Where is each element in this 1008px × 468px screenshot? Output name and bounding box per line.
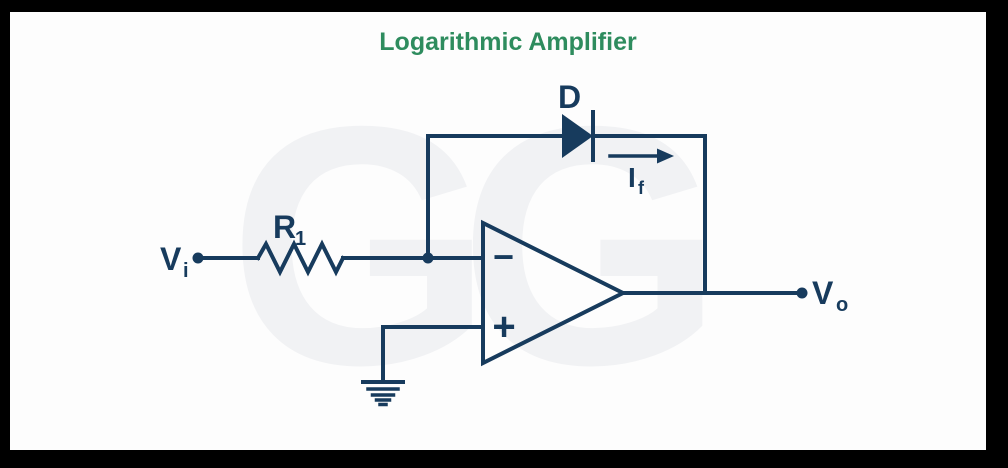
circuit-diagram: V i R 1 − + D bbox=[160, 79, 848, 407]
current-arrow-head bbox=[657, 148, 674, 164]
noninverting-input-sign: + bbox=[492, 305, 515, 349]
resistor-subscript: 1 bbox=[295, 228, 306, 250]
feedback-current-subscript: f bbox=[638, 178, 645, 198]
resistor-label: R bbox=[273, 209, 296, 245]
output-voltage-label: V bbox=[812, 275, 834, 311]
diagram-title: Logarithmic Amplifier bbox=[379, 28, 637, 56]
output-terminal-dot bbox=[796, 287, 808, 299]
diode-anode-triangle bbox=[562, 114, 593, 158]
opamp-triangle bbox=[481, 219, 628, 367]
feedback-current-arrow bbox=[608, 148, 674, 164]
feedback-wire-right bbox=[591, 134, 707, 295]
input-voltage-subscript: i bbox=[183, 260, 189, 282]
resistor-symbol bbox=[255, 239, 346, 277]
input-voltage-label: V bbox=[160, 241, 182, 277]
inverting-input-sign: − bbox=[493, 236, 514, 277]
noninverting-input-wire bbox=[381, 325, 485, 384]
diode-symbol bbox=[562, 110, 595, 162]
ground-symbol bbox=[361, 380, 405, 407]
diode-label: D bbox=[558, 79, 581, 115]
output-voltage-subscript: o bbox=[836, 294, 848, 316]
background-watermark-logo: GG bbox=[228, 56, 723, 437]
feedback-current-label: I bbox=[628, 162, 636, 193]
diagram-canvas: GG Logarithmic Amplifier V i R 1 − + bbox=[10, 12, 986, 450]
feedback-wire-left bbox=[426, 134, 564, 260]
